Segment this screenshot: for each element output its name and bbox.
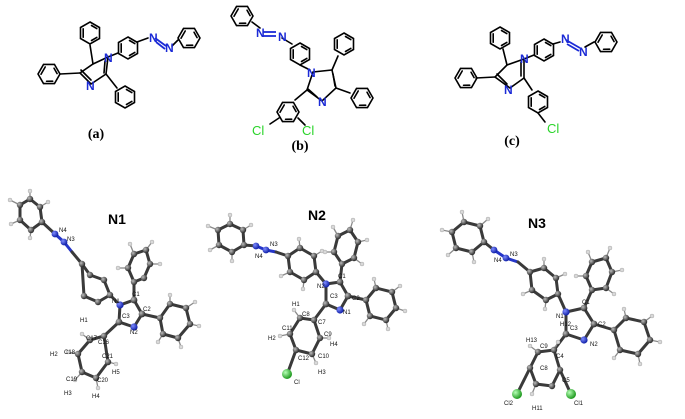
structure-c: N N N N Cl (c) <box>451 26 621 149</box>
cl-label: Cl <box>547 121 559 136</box>
atom-label: N4 <box>255 254 263 260</box>
atom-label: C3 <box>570 326 578 332</box>
atom-label: N4 <box>59 228 67 234</box>
atom-label: C1 <box>582 300 590 306</box>
atom-label: H5 <box>112 370 120 376</box>
crystal-title: N1 <box>108 211 126 227</box>
atom-label: C11 <box>282 326 293 332</box>
atom-label: H13 <box>526 338 538 344</box>
atom-label: C2 <box>352 296 360 302</box>
atom-label: C12 <box>298 356 310 362</box>
atom-label: Cl <box>294 380 300 386</box>
atom-label: N3 <box>67 237 75 243</box>
atom-label: C10 <box>318 354 330 360</box>
n-atom-label: N <box>86 79 95 93</box>
atom-label: H11 <box>532 406 543 412</box>
atom-label: N4 <box>494 258 502 264</box>
n-atom-label: N <box>520 52 529 66</box>
n-atom-label: N <box>149 31 158 45</box>
atom-label: N1 <box>556 314 564 320</box>
atom-label: H4 <box>92 394 100 400</box>
n-atom-label: N <box>104 51 113 65</box>
atom-label: N2 <box>317 284 325 290</box>
atom-label: N3 <box>510 252 518 258</box>
crystal-n1: N1 <box>7 188 202 400</box>
panel-label-a: (a) <box>88 127 105 142</box>
atom-label: C5 <box>562 378 570 384</box>
atom-label: C16 <box>98 340 110 346</box>
atom-label: N2 <box>590 342 598 348</box>
atom-label: H4 <box>330 342 338 348</box>
atom-label: C2 <box>143 307 151 313</box>
n-atom-label: N <box>307 66 316 80</box>
cl-label: Cl <box>252 123 264 138</box>
atom-label: C17 <box>86 336 98 342</box>
atom-label: C8 <box>540 366 548 372</box>
atom-label: Cl1 <box>574 401 584 407</box>
atom-label: C21 <box>102 354 114 360</box>
crystal-n2: N2 <box>205 207 408 386</box>
n-atom-label: N <box>561 32 570 46</box>
structure-b: N N N N Cl Cl (b) <box>227 0 377 154</box>
panel-label-c: (c) <box>504 134 520 149</box>
atom-label: N2 <box>130 330 138 336</box>
atom-label: C4 <box>556 354 564 360</box>
atom-label: C8 <box>302 312 310 318</box>
atom-label: C1 <box>132 292 140 298</box>
atom-label: H3 <box>318 370 326 376</box>
atom-label: C19 <box>66 377 78 383</box>
atom-label: Cl2 <box>504 401 514 407</box>
atom-label: H1 <box>80 318 88 324</box>
atom-label: C3 <box>122 314 130 320</box>
atom-label: H12 <box>560 322 572 328</box>
atom-label: H2 <box>268 336 276 342</box>
n-atom-label: N <box>278 30 287 44</box>
n-atom-label: N <box>504 83 513 97</box>
atom-label: C7 <box>318 320 326 326</box>
n-atom-label: N <box>579 45 588 59</box>
atom-label: C20 <box>97 378 109 384</box>
crystal-n3: N3 <box>439 209 663 412</box>
atom-label: C2 <box>598 322 606 328</box>
atom-label: N1 <box>343 310 351 316</box>
panel-label-b: (b) <box>291 139 308 154</box>
atom-label: C9 <box>540 344 548 350</box>
atom-label: N3 <box>270 242 278 248</box>
crystal-title: N3 <box>528 215 546 231</box>
atom-label: C3 <box>330 294 338 300</box>
atom-label: C1 <box>338 274 346 280</box>
atom-label: H1 <box>292 302 300 308</box>
n-atom-label: N <box>256 26 265 40</box>
atom-label: N1 <box>112 299 120 305</box>
structure-a: N N N N (a) <box>34 21 204 142</box>
atom-label: H3 <box>64 391 72 397</box>
n-atom-label: N <box>165 41 174 55</box>
atom-label: C9 <box>324 332 332 338</box>
crystal-title: N2 <box>308 207 326 223</box>
n-atom-label: N <box>318 95 327 109</box>
atom-label: H2 <box>50 352 58 358</box>
cl-label: Cl <box>302 123 314 138</box>
atom-label: C18 <box>64 350 76 356</box>
